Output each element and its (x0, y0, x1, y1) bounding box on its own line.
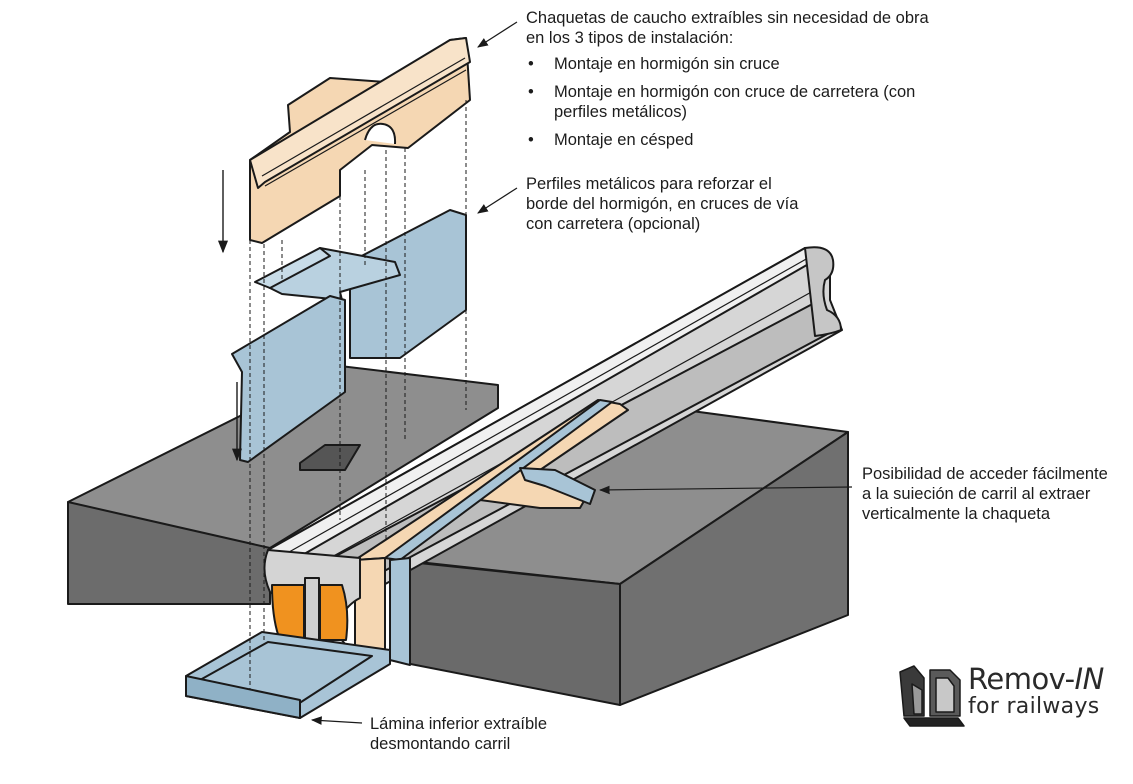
access-annotation: Posibilidad de acceder fácilmente a la s… (862, 464, 1112, 524)
leader-bottom-sheet (310, 716, 363, 725)
rail-cross-section (263, 549, 361, 653)
insertion-arrows (217, 170, 243, 462)
installation-type-item: Montaje en hormigón sin cruce (526, 54, 946, 74)
bottom-sheet (185, 631, 391, 719)
jackets-text: Chaquetas de caucho extraíbles sin neces… (526, 9, 929, 47)
installation-types-list: Montaje en hormigón sin cruce Montaje en… (526, 54, 946, 150)
remov-in-logo: Remov-IN for railways (968, 664, 1104, 720)
remov-in-logo-mark (899, 665, 965, 727)
profiles-annotation: Perfiles metálicos para reforzar el bord… (526, 174, 816, 234)
floating-metal-profile (231, 209, 467, 463)
leader-profiles (477, 187, 518, 214)
alignment-guides (249, 100, 467, 690)
access-text: Posibilidad de acceder fácilmente a la s… (862, 465, 1108, 523)
logo-name: Remov-IN (968, 664, 1104, 694)
logo-tagline: for railways (968, 694, 1100, 719)
logo-name-suffix: IN (1074, 662, 1105, 696)
installation-type-item: Montaje en césped (526, 130, 946, 150)
profiles-text: Perfiles metálicos para reforzar el bord… (526, 175, 799, 233)
concrete-slab-right (389, 399, 849, 706)
leader-access (598, 485, 853, 495)
logo-name-prefix: Remov- (968, 662, 1075, 696)
installed-metal-edge (384, 399, 613, 666)
leader-lines (310, 21, 853, 725)
installation-type-item: Montaje en hormigón con cruce de carrete… (526, 82, 946, 122)
bottom-sheet-text: Lámina inferior extraíble desmontando ca… (370, 715, 548, 753)
floating-rubber-jacket (249, 37, 471, 244)
concrete-slab-left (67, 365, 499, 605)
jackets-annotation: Chaquetas de caucho extraíbles sin neces… (526, 8, 946, 158)
bottom-sheet-annotation: Lámina inferior extraíble desmontando ca… (370, 714, 600, 754)
leader-jackets (477, 21, 518, 48)
